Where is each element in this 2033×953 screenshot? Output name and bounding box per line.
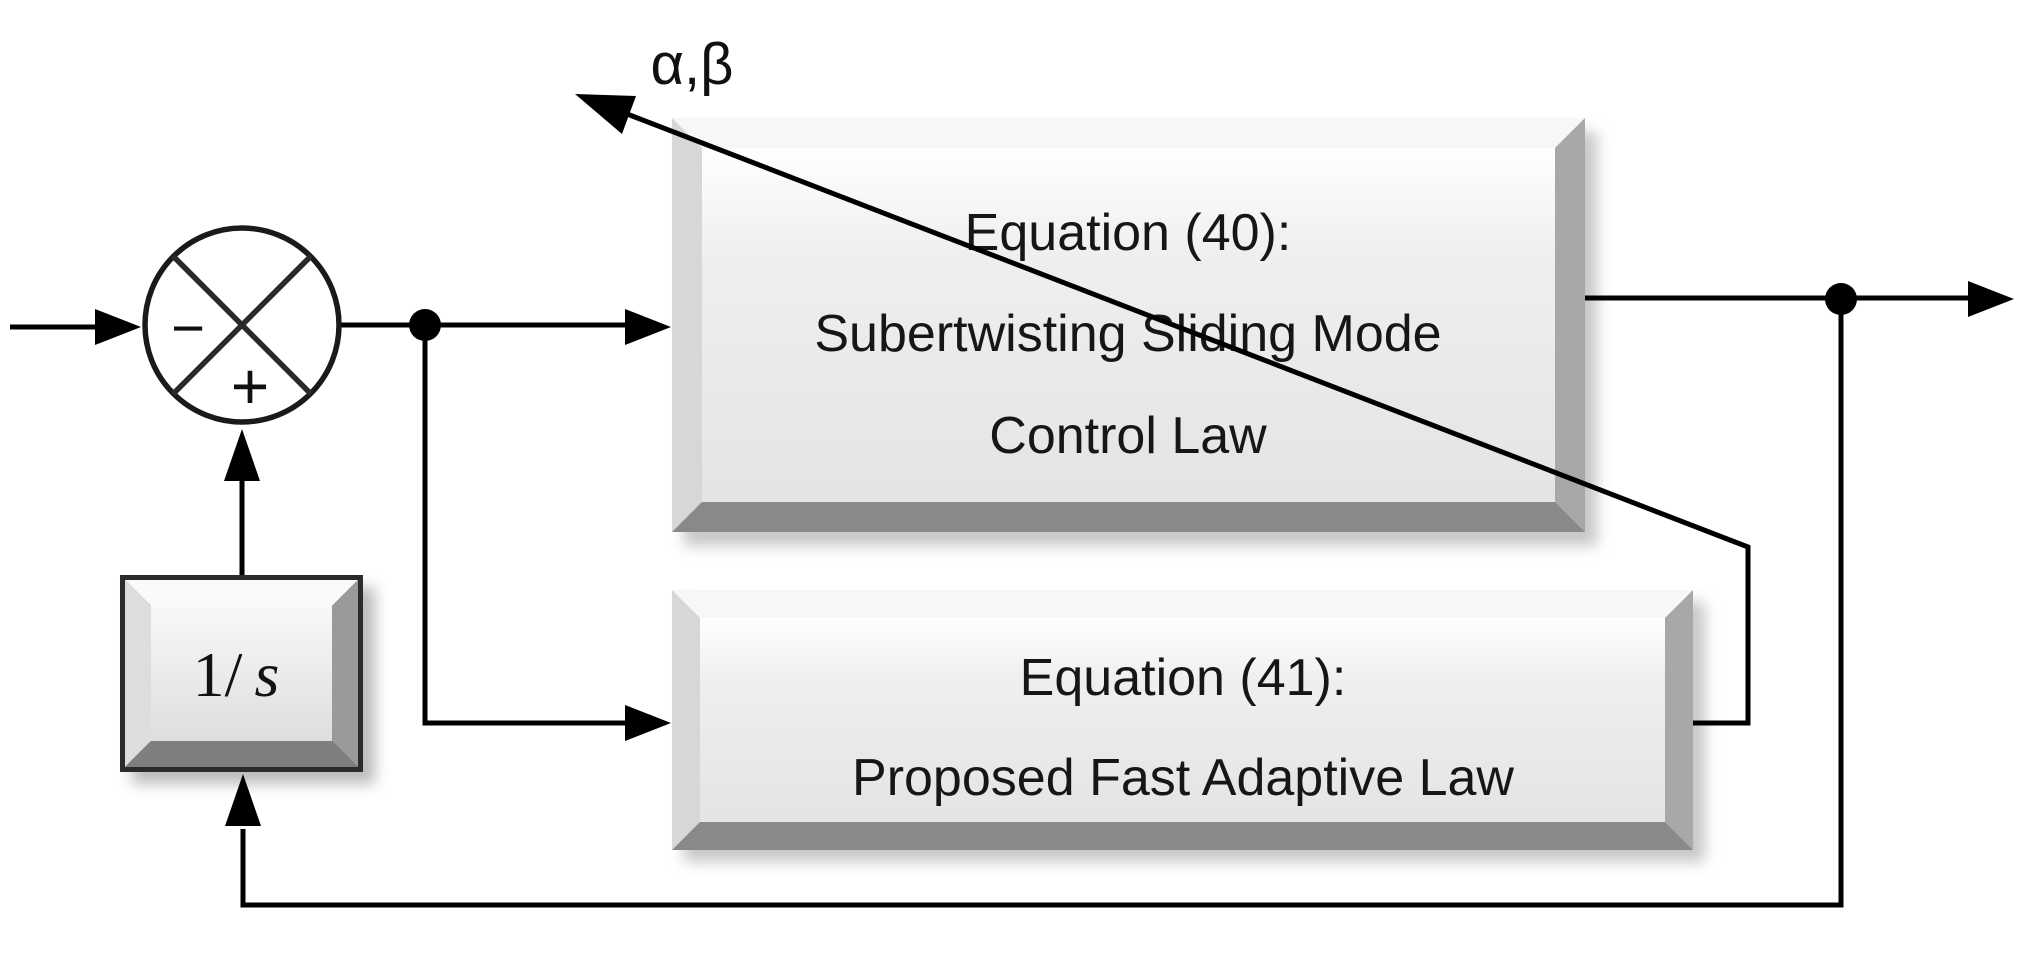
sliding-mode-input-arrowhead xyxy=(625,309,671,345)
adaptive-law-line2: Proposed Fast Adaptive Law xyxy=(852,749,1514,807)
summing-junction-cross xyxy=(171,254,313,396)
integrator-numerator: 1/ xyxy=(193,639,243,710)
summing-input-arrowhead xyxy=(224,429,260,481)
bevel-top xyxy=(672,118,1585,148)
alpha-beta-label: α,β xyxy=(650,32,733,97)
integrator-input-arrowhead xyxy=(225,774,261,826)
adaptive-law-input-arrowhead xyxy=(625,705,671,741)
bevel-right xyxy=(1555,118,1585,532)
bevel-bottom xyxy=(672,822,1693,850)
sliding-mode-line2: Subertwisting Sliding Mode xyxy=(814,305,1441,363)
bevel-left xyxy=(672,590,700,850)
error-branch-wire xyxy=(422,325,630,726)
adaptive-law-block: Equation (41): Proposed Fast Adaptive La… xyxy=(672,590,1705,862)
output-arrowhead xyxy=(1968,281,2014,317)
gain-feedforward-wire xyxy=(621,109,1751,726)
sliding-mode-block: Equation (40): Subertwisting Sliding Mod… xyxy=(672,118,1597,546)
integrator-block: 1/s xyxy=(120,575,375,784)
block-face xyxy=(700,618,1665,822)
sliding-mode-line1: Equation (40): xyxy=(965,204,1292,262)
feedback-wire xyxy=(240,299,1844,908)
integrator-label: 1/s xyxy=(193,639,280,710)
alpha-beta-arrowhead xyxy=(575,94,636,134)
block-face xyxy=(702,148,1555,502)
minus-sign: − xyxy=(171,296,205,361)
bevel-left xyxy=(672,118,702,532)
plus-sign: + xyxy=(231,349,270,423)
summing-junction: − + xyxy=(142,225,342,425)
integrator-bevel xyxy=(125,580,358,767)
adaptive-law-line1: Equation (41): xyxy=(1020,649,1347,707)
error-branch-dot xyxy=(409,309,441,341)
bevel-right xyxy=(1665,590,1693,850)
bevel-top xyxy=(672,590,1693,618)
input-arrowhead xyxy=(95,309,141,345)
bevel-bottom xyxy=(672,502,1585,532)
integrator-variable: s xyxy=(254,639,279,710)
sliding-mode-line3: Control Law xyxy=(989,407,1267,465)
